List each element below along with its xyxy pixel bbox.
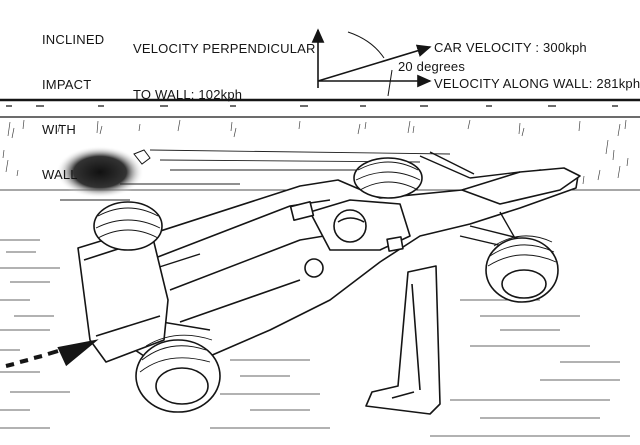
skid-shadow xyxy=(56,146,451,201)
title-line: WITH xyxy=(42,122,77,137)
impact-shadow xyxy=(56,146,144,198)
helmet-visor xyxy=(337,217,365,223)
front-wing-inner xyxy=(391,283,421,399)
title-line: INCLINED xyxy=(42,32,105,47)
perpendicular-line: TO WALL: 102kph xyxy=(133,87,243,102)
front-wing-plate xyxy=(365,265,441,415)
car-velocity-label: CAR VELOCITY : 300kph xyxy=(434,40,587,55)
perpendicular-leader-curve xyxy=(347,31,385,59)
rear-left-wheel xyxy=(93,201,163,251)
car-velocity-arrow xyxy=(317,44,432,82)
track-surface xyxy=(0,239,630,437)
driver-helmet xyxy=(333,209,367,243)
debris-fragment xyxy=(133,149,151,165)
mirror xyxy=(289,200,315,222)
wall xyxy=(0,98,640,191)
impact-direction-arrow xyxy=(5,339,99,368)
along-wall-velocity-label: VELOCITY ALONG WALL: 281kph xyxy=(434,76,640,91)
velocity-vector-diagram xyxy=(311,28,432,97)
title-line: WALL xyxy=(42,167,78,182)
wheels xyxy=(93,157,559,413)
perpendicular-velocity-label: VELOCITY PERPENDICULAR TO WALL: 102kph xyxy=(133,11,316,118)
perpendicular-line: VELOCITY PERPENDICULAR xyxy=(133,41,316,56)
angle-label: 20 degrees xyxy=(398,59,466,74)
front-right-wheel xyxy=(485,235,559,303)
airbox xyxy=(386,236,404,252)
number-roundel xyxy=(304,258,324,278)
title-line: IMPACT xyxy=(42,77,92,92)
diagram-title: INCLINED IMPACT WITH WALL xyxy=(42,2,104,197)
angle-leader-line xyxy=(387,69,393,97)
rear-right-wheel xyxy=(135,334,221,413)
formula-car xyxy=(77,151,581,415)
front-left-wheel xyxy=(353,157,423,199)
